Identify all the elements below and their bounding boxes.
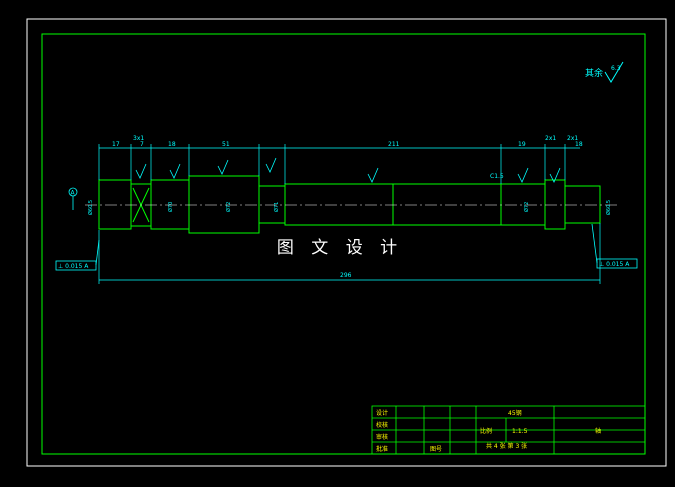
shaft-section-10: [564, 185, 601, 224]
diameter-labels: Ø60.5 Ø70 Ø72 Ø71 Ø72 Ø60.5: [87, 200, 612, 215]
roughness-mark-3: [217, 159, 229, 175]
roughness-symbol: [604, 61, 624, 83]
right-callout-text: ⊥ 0.015 A: [599, 261, 630, 268]
dia-label-1: Ø60.5: [87, 200, 94, 215]
left-callout-leader: [95, 239, 100, 266]
dim-label-9: 2x1: [567, 135, 578, 142]
datum-label: A: [71, 190, 76, 197]
shaft-section-5: [258, 185, 286, 224]
tb-row-1: 设计: [376, 409, 388, 417]
tb-part-name: 轴: [595, 427, 601, 435]
tb-row-2: 校核: [376, 421, 388, 429]
dia-label-2: Ø70: [167, 202, 174, 212]
dim-label-3: 7: [140, 141, 144, 148]
roughness-mark-6: [517, 167, 529, 183]
right-callout-leader: [591, 223, 598, 264]
title-block-text: 设计 校核 审核 批准 45钢 比例 1:1.5 轴 共 4 张 第 3 张 图…: [376, 409, 601, 453]
dim-label-6: 211: [388, 141, 400, 148]
title-block: [371, 405, 646, 455]
dia-label-5: Ø72: [523, 202, 530, 212]
roughness-marks: [135, 157, 561, 183]
dia-label-4: Ø71: [273, 202, 280, 212]
surface-finish-label: 其余: [585, 67, 603, 79]
roughness-mark-1: [135, 163, 147, 179]
shaft-section-4: [188, 175, 260, 234]
right-callout: ⊥ 0.015 A: [591, 223, 638, 269]
total-length-label: 296: [340, 272, 352, 279]
shaft-section-7: [392, 183, 502, 226]
shaft-section-8: [500, 183, 546, 226]
tb-scale-value: 1:1.5: [512, 428, 528, 435]
dim-label-1: 17: [112, 141, 120, 148]
right-callout-frame: [596, 258, 638, 269]
chamfer-label: C1.5: [490, 173, 504, 180]
tb-extra: 图号: [430, 446, 442, 453]
left-callout-text: ⊥ 0.015 A: [58, 263, 89, 270]
dim-label-8: 2x1: [545, 135, 556, 142]
watermark: 图 文 设 计: [270, 230, 410, 260]
drawing-frame: [41, 33, 646, 455]
left-callout: ⊥ 0.015 A: [55, 239, 100, 271]
dim-label-2: 3x1: [133, 135, 144, 142]
roughness-mark-5: [367, 167, 379, 183]
dia-label-3: Ø72: [225, 202, 232, 212]
shaft-section-9: [544, 179, 566, 230]
roughness-mark-7: [549, 167, 561, 183]
sheet-border: [26, 18, 667, 467]
left-callout-frame: [55, 260, 97, 271]
roughness-mark-4: [265, 157, 277, 173]
dim-label-7: 19: [518, 141, 526, 148]
surface-finish-note: 其余 6.3: [585, 61, 624, 83]
top-dim-labels: 17 3x1 7 18 51 211 19 2x1 2x1 18: [112, 135, 583, 148]
tb-material: 45钢: [508, 409, 522, 417]
dim-label-5: 51: [222, 141, 230, 148]
dim-label-10: 18: [575, 141, 583, 148]
dim-label-4: 18: [168, 141, 176, 148]
roughness-mark-2: [169, 163, 181, 179]
datum-marker: A: [68, 187, 78, 210]
tb-row-3: 审核: [376, 433, 388, 441]
dia-label-6: Ø60.5: [605, 200, 612, 215]
top-dimensions: [98, 144, 601, 284]
surface-finish-value: 6.3: [611, 65, 621, 72]
tb-sheet-info: 共 4 张 第 3 张: [486, 442, 527, 450]
tb-row-4: 批准: [376, 445, 388, 453]
shaft-outline: [98, 175, 601, 234]
tb-scale-label: 比例: [480, 427, 492, 435]
shaft-section-6: [284, 183, 394, 226]
shaft-section-1: [98, 179, 132, 230]
